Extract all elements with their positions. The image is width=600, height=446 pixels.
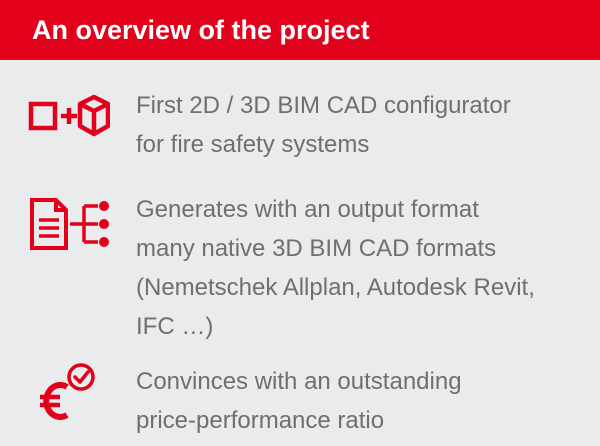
document-formats-icon <box>30 198 109 250</box>
cad-configurator-icon <box>28 94 110 137</box>
euro-check-icon <box>40 363 95 420</box>
item-text: Convinces with an outstanding price-perf… <box>136 368 462 434</box>
item-text: Generates with an output format many nat… <box>136 196 535 340</box>
card-title: An overview of the project <box>0 0 600 60</box>
item-text: First 2D / 3D BIM CAD configurator for f… <box>136 92 511 158</box>
